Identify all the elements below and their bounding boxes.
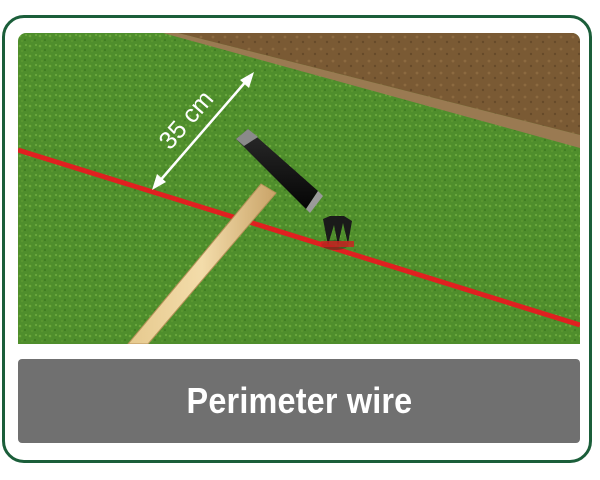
wire-peg-icon (321, 216, 354, 250)
lawn-illustration: 35 cm (18, 33, 580, 344)
caption-bar: Perimeter wire (18, 359, 580, 443)
perimeter-wire-line (18, 147, 580, 328)
lawn-scene: 35 cm (18, 33, 580, 344)
measurement-arrow-icon (152, 72, 254, 190)
hammer-icon (127, 129, 323, 344)
border-strip (163, 33, 580, 148)
caption-title: Perimeter wire (186, 380, 412, 421)
